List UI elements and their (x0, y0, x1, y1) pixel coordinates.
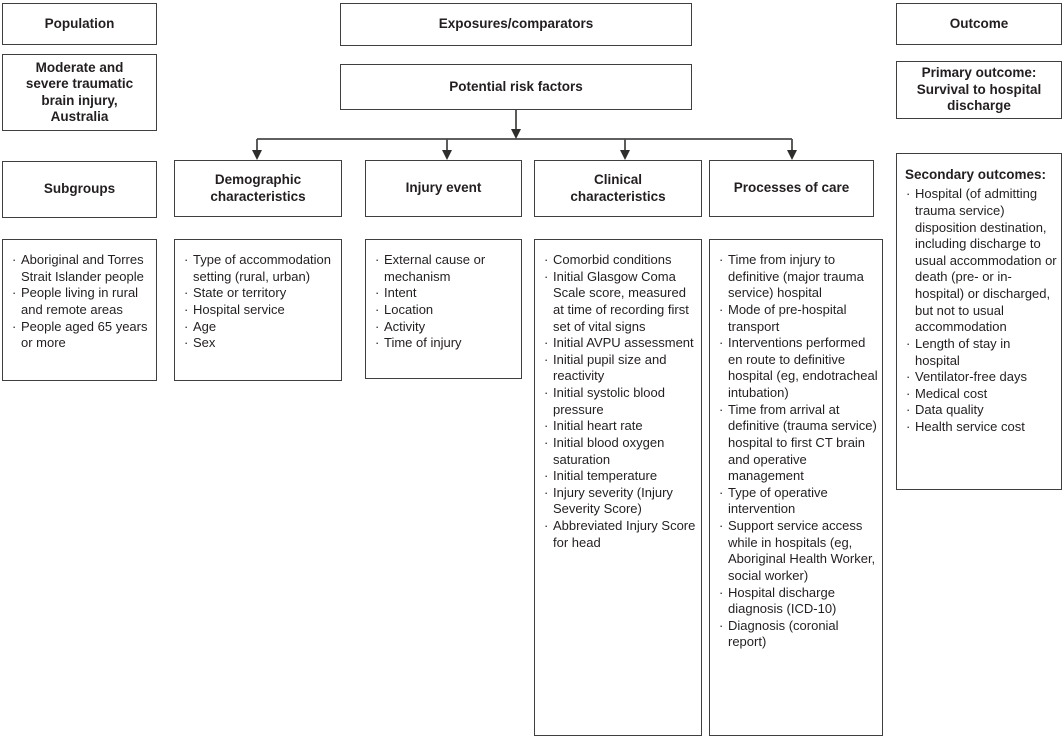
secondary-outcome-list-item: Data quality (904, 402, 1057, 419)
injury-event-list-item: External cause or mechanism (373, 252, 517, 285)
demographic-list-box: Type of accommodation setting (rural, ur… (174, 239, 342, 381)
population-description-label: Moderate and severe traumatic brain inju… (25, 59, 134, 124)
clinical-header-label: Clinical characteristics (570, 172, 666, 204)
outcome-header-label: Outcome (949, 15, 1009, 31)
processes-list-item: Hospital discharge diagnosis (ICD-10) (717, 585, 878, 618)
injury-event-list-box: External cause or mechanismIntentLocatio… (365, 239, 522, 379)
subgroups-header-box: Subgroups (2, 161, 157, 218)
clinical-list-item: Initial heart rate (542, 418, 697, 435)
risk-factors-box: Potential risk factors (340, 64, 692, 110)
clinical-list-item: Initial systolic blood pressure (542, 385, 697, 418)
processes-header-box: Processes of care (709, 160, 874, 217)
demographic-header-label: Demographic characteristics (210, 172, 306, 204)
demographic-list-item: Type of accommodation setting (rural, ur… (182, 252, 337, 285)
clinical-list-item: Comorbid conditions (542, 252, 697, 269)
processes-list-item: Support service access while in hospital… (717, 518, 878, 585)
clinical-header-box: Clinical characteristics (534, 160, 702, 217)
clinical-list-item: Initial temperature (542, 468, 697, 485)
clinical-list-box: Comorbid conditionsInitial Glasgow Coma … (534, 239, 702, 736)
clinical-list-item: Initial pupil size and reactivity (542, 352, 697, 385)
processes-list-item: Interventions performed en route to defi… (717, 335, 878, 402)
subgroup-list-item: People living in rural and remote areas (10, 285, 152, 318)
exposures-header-label: Exposures/comparators (438, 16, 594, 32)
outcome-header-box: Outcome (896, 3, 1062, 45)
injury-event-list-item: Activity (373, 319, 517, 336)
injury-event-header-label: Injury event (405, 180, 482, 196)
clinical-list-item: Initial Glasgow Coma Scale score, measur… (542, 269, 697, 336)
demographic-list-item: Hospital service (182, 302, 337, 319)
demographic-list-item: Age (182, 319, 337, 336)
clinical-list-item: Abbreviated Injury Score for head (542, 518, 697, 551)
injury-event-list-item: Intent (373, 285, 517, 302)
population-header-label: Population (44, 15, 115, 31)
demographic-header-box: Demographic characteristics (174, 160, 342, 217)
subgroup-list-item: Aboriginal and Torres Strait Islander pe… (10, 252, 152, 285)
injury-event-list-item: Location (373, 302, 517, 319)
demographic-list-item: Sex (182, 335, 337, 352)
processes-list-item: Time from arrival at definitive (trauma … (717, 402, 878, 485)
primary-outcome-label: Primary outcome: Survival to hospital di… (916, 65, 1042, 114)
exposures-header-box: Exposures/comparators (340, 3, 692, 46)
processes-list-item: Diagnosis (coronial report) (717, 618, 878, 651)
secondary-outcome-list-item: Ventilator-free days (904, 369, 1057, 386)
secondary-outcome-list-item: Medical cost (904, 386, 1057, 403)
clinical-list-item: Initial blood oxygen saturation (542, 435, 697, 468)
injury-event-header-box: Injury event (365, 160, 522, 217)
injury-event-list-item: Time of injury (373, 335, 517, 352)
risk-factors-label: Potential risk factors (449, 78, 583, 94)
secondary-outcome-list-item: Health service cost (904, 419, 1057, 436)
subgroups-list-box: Aboriginal and Torres Strait Islander pe… (2, 239, 157, 381)
subgroups-header-label: Subgroups (43, 181, 116, 197)
population-header-box: Population (2, 3, 157, 45)
processes-header-label: Processes of care (733, 180, 850, 196)
subgroup-list-item: People aged 65 years or more (10, 319, 152, 352)
secondary-outcomes-heading: Secondary outcomes: (905, 167, 1047, 182)
population-description-box: Moderate and severe traumatic brain inju… (2, 54, 157, 131)
processes-list-item: Type of operative intervention (717, 485, 878, 518)
clinical-list-item: Initial AVPU assessment (542, 335, 697, 352)
secondary-outcome-list-item: Hospital (of admitting trauma service) d… (904, 186, 1057, 336)
primary-outcome-box: Primary outcome: Survival to hospital di… (896, 61, 1062, 119)
secondary-outcomes-box: Secondary outcomes: Hospital (of admitti… (896, 153, 1062, 490)
secondary-outcome-list-item: Length of stay in hospital (904, 336, 1057, 369)
processes-list-item: Mode of pre-hospital transport (717, 302, 878, 335)
processes-list-item: Time from injury to definitive (major tr… (717, 252, 878, 302)
clinical-list-item: Injury severity (Injury Severity Score) (542, 485, 697, 518)
demographic-list-item: State or territory (182, 285, 337, 302)
processes-list-box: Time from injury to definitive (major tr… (709, 239, 883, 736)
